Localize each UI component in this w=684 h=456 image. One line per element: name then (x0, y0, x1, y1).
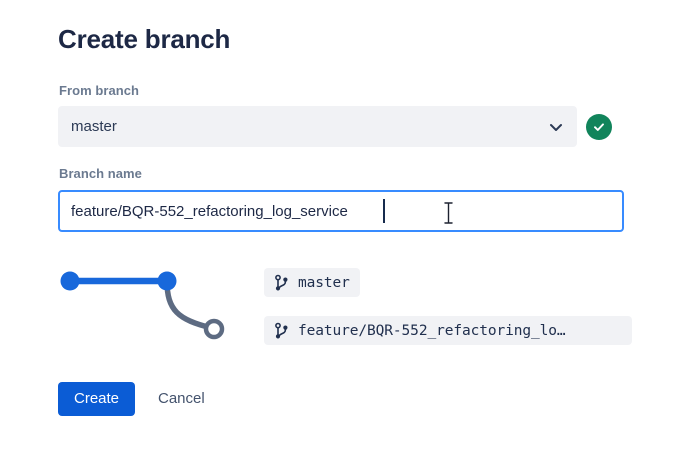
cancel-button[interactable]: Cancel (150, 382, 213, 416)
branch-pill-master: master (264, 268, 360, 297)
graph-branch-curve (164, 278, 215, 331)
branch-icon (274, 322, 290, 340)
chevron-down-icon[interactable] (547, 118, 565, 136)
check-icon (594, 123, 604, 131)
i-beam-cursor (443, 202, 454, 224)
branch-name-label: Branch name (59, 166, 142, 181)
create-button[interactable]: Create (58, 382, 136, 416)
branch-icon (274, 274, 290, 292)
branch-name-input[interactable] (58, 190, 624, 232)
status-badge-valid (586, 114, 612, 140)
text-caret (383, 199, 385, 223)
from-branch-select[interactable]: master (58, 106, 577, 147)
from-branch-value: master (71, 118, 117, 135)
commit-node-2 (157, 271, 177, 291)
commit-node-1 (60, 271, 80, 291)
from-branch-select-box[interactable] (58, 106, 577, 147)
page-title: Create branch (58, 24, 231, 54)
branch-pill-label: master (298, 274, 350, 291)
new-branch-node (203, 318, 225, 340)
branch-pill-label: feature/BQR-552_refactoring_lo… (298, 322, 566, 339)
from-branch-label: From branch (59, 83, 140, 98)
branch-graph (50, 258, 240, 354)
branch-pill-feature: feature/BQR-552_refactoring_lo… (264, 316, 632, 345)
